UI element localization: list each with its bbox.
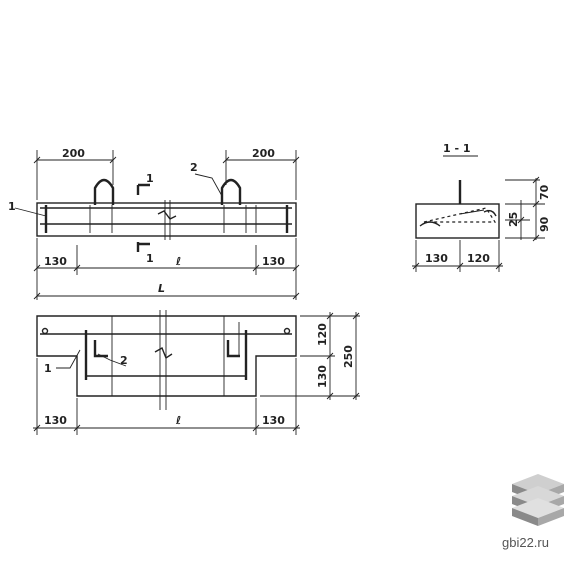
dim-top-left: 200	[62, 147, 85, 160]
dim-elev-top: 120	[316, 323, 329, 346]
section-view: 1 - 1 70 25 90 130 120	[412, 142, 551, 272]
dim-plan-mid: ℓ	[175, 255, 181, 268]
dim-elev-mid: ℓ	[175, 414, 181, 427]
dim-section-h-top: 70	[538, 184, 551, 200]
dim-plan-right: 130	[262, 255, 285, 268]
dim-section-w-left: 130	[425, 252, 448, 265]
cut-label-top: 1	[146, 172, 154, 185]
plan-lifting-loop-left	[93, 178, 115, 205]
plan-lifting-loop-right	[220, 178, 242, 205]
dim-top-right: 200	[252, 147, 275, 160]
mark-1-elev: 1	[44, 362, 52, 375]
stack-logo-icon	[512, 474, 564, 526]
plan-view: 1 1 1 2 200 200 130 ℓ 130 L	[8, 147, 300, 300]
mark-2-leader-plan	[194, 173, 223, 197]
mark-2-leader-elev	[97, 353, 127, 367]
dim-section-w-right: 120	[467, 252, 490, 265]
mark-1-leader-plan	[14, 207, 47, 217]
dim-elev-total: 250	[342, 345, 355, 368]
mark-2-plan: 2	[190, 161, 198, 174]
dim-section-h-bot: 90	[538, 216, 551, 232]
dim-elev-left: 130	[44, 414, 67, 427]
section-title: 1 - 1	[443, 142, 471, 155]
plan-break-mark	[157, 210, 177, 220]
elevation-loops	[93, 340, 240, 358]
mark-1-leader-elev	[56, 349, 81, 369]
dim-elev-bottom: 130	[316, 365, 329, 388]
plan-beam-outline	[36, 202, 297, 237]
brand-text: gbi22.ru	[502, 535, 549, 550]
dim-overall: L	[158, 282, 165, 295]
cut-label-bottom: 1	[146, 252, 154, 265]
mark-1-plan: 1	[8, 200, 16, 213]
mark-2-elev: 2	[120, 354, 128, 367]
section-stirrup	[423, 207, 497, 223]
elevation-view: 1 2 120 250 130 130 ℓ 130	[33, 310, 360, 435]
cut-marker-top	[136, 183, 150, 195]
elevation-outline	[36, 315, 297, 397]
section-outline	[415, 203, 500, 239]
dim-elev-right: 130	[262, 414, 285, 427]
cut-marker-bottom	[136, 242, 150, 252]
dim-section-h-mid: 25	[507, 212, 520, 227]
dim-plan-left: 130	[44, 255, 67, 268]
